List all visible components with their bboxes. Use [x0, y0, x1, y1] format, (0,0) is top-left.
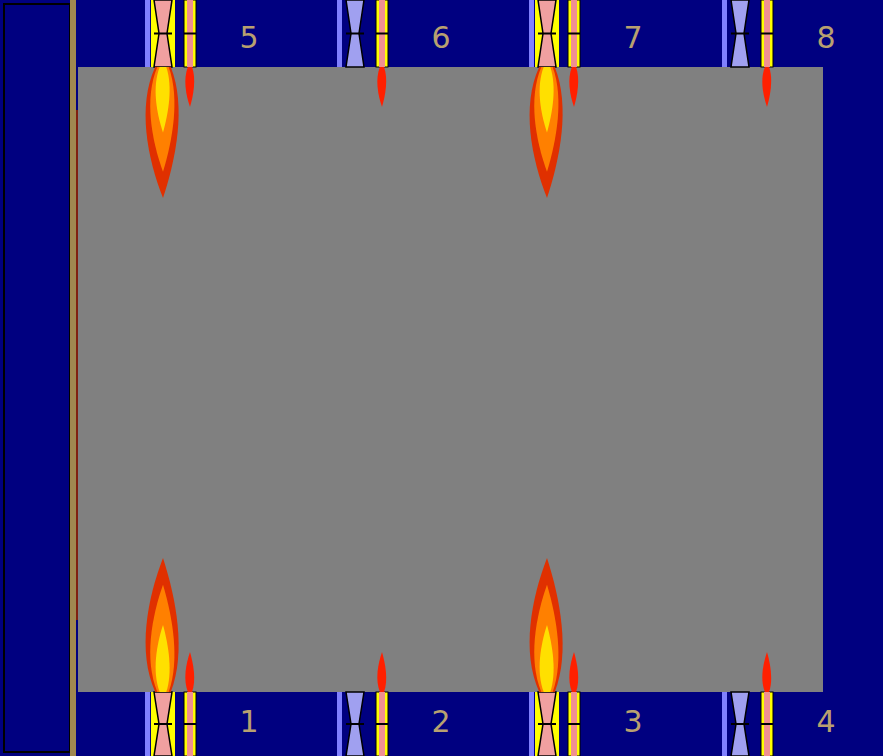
burner-body [731, 0, 749, 67]
burner-band [731, 723, 749, 725]
burner-assembly [722, 652, 773, 756]
burner-flame [146, 67, 179, 198]
burner-number: 8 [816, 23, 835, 53]
pilot-tube [376, 692, 388, 756]
side-panel [4, 4, 70, 752]
burner-number: 4 [816, 707, 835, 737]
pilot-tube [184, 0, 196, 67]
pilot-band [376, 33, 388, 35]
burner-number: 5 [239, 23, 258, 53]
burner-flame [530, 558, 563, 692]
burner-assembly [529, 0, 580, 198]
pilot-band [568, 33, 580, 35]
pilot-tube [376, 0, 388, 67]
burner-edge [529, 0, 534, 67]
burner-body [731, 692, 749, 756]
burner-flame [156, 625, 170, 692]
burner-band [538, 723, 556, 725]
burner-glow [535, 0, 559, 67]
burner-flame [146, 558, 179, 692]
burner-edge [337, 0, 342, 67]
burner-body [538, 692, 556, 756]
burner-body [538, 0, 556, 67]
burner-number: 7 [623, 23, 642, 53]
pilot-band [376, 723, 388, 725]
pilot-flame [185, 67, 194, 107]
burner-body [346, 0, 364, 67]
burner-flame [540, 67, 554, 133]
pilot-band [184, 33, 196, 35]
burner-body [154, 0, 172, 67]
burner-flame [156, 67, 170, 133]
burner-glow [535, 692, 559, 756]
pilot-band [184, 723, 196, 725]
pilot-flame [569, 67, 578, 107]
burner-assembly [145, 558, 196, 756]
pilot-flame [762, 652, 771, 692]
burner-assembly [529, 558, 580, 756]
side-rail [70, 0, 76, 756]
burner-edge [145, 692, 150, 756]
burner-band [154, 33, 172, 35]
pilot-flame [185, 652, 194, 692]
pilot-band [761, 723, 773, 725]
burner-assembly [337, 652, 388, 756]
burner-band [731, 33, 749, 35]
burner-flame [534, 67, 558, 172]
burner-band [154, 723, 172, 725]
burner-assembly [145, 0, 196, 198]
burner-body [154, 692, 172, 756]
burner-assembly [722, 0, 773, 107]
pilot-flame [569, 652, 578, 692]
burner-glow [151, 692, 175, 756]
pilot-flame [377, 67, 386, 107]
burner-number: 1 [239, 707, 258, 737]
pilot-flame [377, 652, 386, 692]
burner-edge [145, 0, 150, 67]
burner-number: 6 [431, 23, 450, 53]
burner-band [346, 33, 364, 35]
burner-edge [722, 692, 727, 756]
burner-number: 3 [623, 707, 642, 737]
pilot-tube [761, 692, 773, 756]
burner-flame [534, 585, 558, 692]
burner-body [346, 692, 364, 756]
burner-band [346, 723, 364, 725]
burner-assembly [337, 0, 388, 107]
burner-edge [337, 692, 342, 756]
burner-band [538, 33, 556, 35]
pilot-band [761, 33, 773, 35]
pilot-tube [568, 692, 580, 756]
burner-flame [540, 625, 554, 692]
burner-edge [529, 692, 534, 756]
pilot-tube [568, 0, 580, 67]
burner-flame [150, 67, 174, 172]
burner-edge [722, 0, 727, 67]
pilot-band [568, 723, 580, 725]
pilot-tube [184, 692, 196, 756]
pilot-flame [762, 67, 771, 107]
pilot-tube [761, 0, 773, 67]
burner-glow [151, 0, 175, 67]
burner-flame [530, 67, 563, 198]
furnace-chamber [78, 67, 823, 692]
burner-flame [150, 585, 174, 692]
burner-number: 2 [431, 707, 450, 737]
